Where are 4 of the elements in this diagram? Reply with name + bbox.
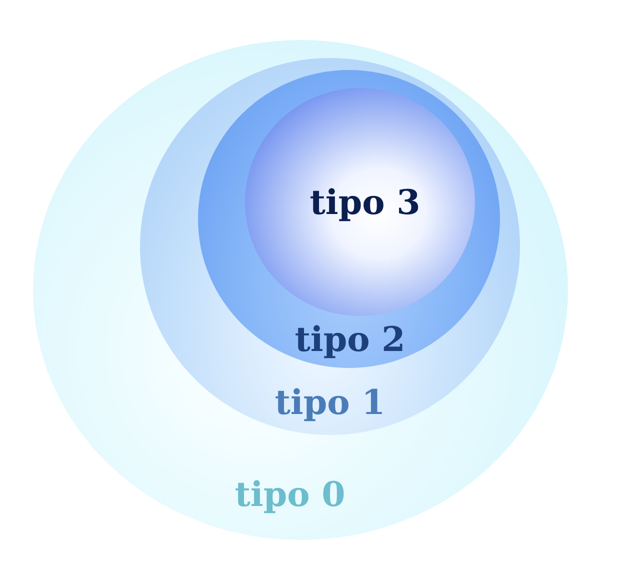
ellipse-label: tipo 0: [234, 478, 346, 512]
ellipse-label: tipo 2: [294, 323, 406, 357]
ellipse-label: tipo 1: [274, 386, 386, 420]
ellipse-label: tipo 3: [310, 186, 420, 220]
